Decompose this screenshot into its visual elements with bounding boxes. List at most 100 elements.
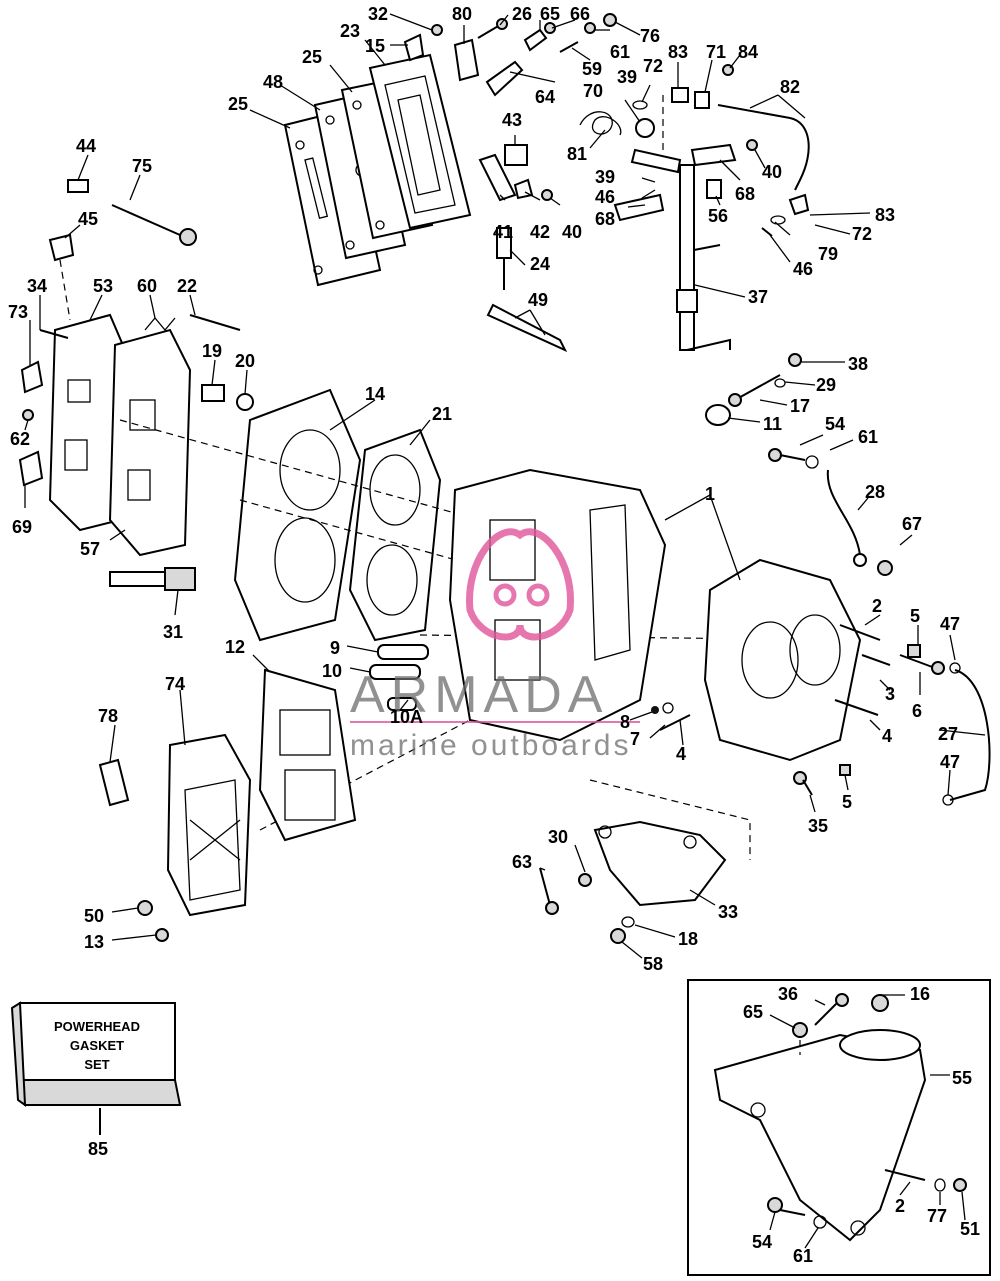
callout-53: 53	[93, 276, 113, 296]
cam-70	[635, 118, 655, 138]
gasket-set-line-1: POWERHEAD	[54, 1019, 140, 1034]
clip-15	[403, 33, 425, 62]
callout-5-lower: 5	[842, 792, 852, 812]
cylinder-head-14	[233, 388, 362, 642]
screw-4-right	[834, 699, 879, 716]
spring-60	[144, 316, 176, 332]
link-lever-assembly	[630, 148, 682, 174]
pin-5-lower	[839, 764, 851, 776]
pin-5-upper	[907, 644, 921, 658]
spark-plug-31	[109, 567, 196, 591]
callout-4-left: 4	[676, 744, 686, 764]
callout-56: 56	[708, 206, 728, 226]
washer-29	[774, 378, 786, 388]
dowel-9	[377, 644, 429, 660]
probe-75	[111, 204, 197, 246]
callout-82: 82	[780, 77, 800, 97]
callout-9: 9	[330, 638, 340, 658]
clip-42	[513, 178, 534, 200]
mount-bracket-33	[593, 820, 727, 907]
callout-23: 23	[340, 21, 360, 41]
washer-18	[621, 916, 635, 928]
callout-81: 81	[567, 144, 587, 164]
callout-1: 1	[705, 484, 715, 504]
throttle-shaft-37	[676, 164, 731, 351]
screw-17	[728, 374, 781, 407]
callout-62: 62	[10, 429, 30, 449]
callout-26: 26	[512, 4, 532, 24]
callout-54-upper: 54	[825, 414, 845, 434]
callout-46-right: 46	[793, 259, 813, 279]
callout-12: 12	[225, 637, 245, 657]
callout-65-inset: 65	[743, 1002, 763, 1022]
screw-2	[839, 624, 881, 641]
callout-4-right: 4	[882, 726, 892, 746]
callout-11: 11	[763, 414, 782, 434]
callout-49: 49	[528, 290, 548, 310]
screw-40-left	[541, 189, 553, 201]
crankcase-1	[703, 558, 862, 762]
washer-61-inset	[813, 1215, 827, 1229]
callout-28: 28	[865, 482, 885, 502]
nut-65-inset	[792, 1022, 808, 1038]
nut-51	[953, 1178, 967, 1192]
callout-25-rear: 25	[228, 94, 248, 114]
callout-44: 44	[76, 136, 96, 156]
callout-41: 41	[493, 222, 513, 242]
callout-30: 30	[548, 827, 568, 847]
callout-84: 84	[738, 42, 758, 62]
callout-45: 45	[78, 209, 98, 229]
cylinder-block	[448, 468, 667, 742]
gasket-57	[108, 328, 192, 557]
callout-70: 70	[583, 81, 603, 101]
screw-4-left	[659, 714, 691, 731]
callout-57: 57	[80, 539, 100, 559]
clamp-47-upper	[949, 662, 961, 674]
powerhead-gasket-set-box	[10, 1001, 182, 1135]
callout-76: 76	[640, 26, 660, 46]
callout-15: 15	[365, 36, 385, 56]
fitting-65-66	[523, 22, 556, 52]
callout-31: 31	[163, 622, 183, 642]
callout-74: 74	[165, 674, 185, 694]
clip-73	[20, 360, 44, 394]
screw-2-inset	[884, 1169, 926, 1181]
plug-11	[705, 404, 731, 426]
bushing-71	[694, 91, 710, 109]
link-rod-82	[717, 104, 810, 191]
washer-30	[578, 873, 592, 887]
lever-41	[478, 153, 517, 202]
pin-44	[67, 179, 89, 193]
callout-63: 63	[512, 852, 532, 872]
callout-66: 66	[570, 4, 590, 24]
callout-65: 65	[540, 4, 560, 24]
callout-10: 10	[322, 661, 342, 681]
screw-63	[539, 867, 559, 915]
callout-24: 24	[530, 254, 550, 274]
washer-39-upper	[632, 100, 648, 110]
callout-22: 22	[177, 276, 197, 296]
seal-20	[236, 393, 254, 411]
lever-68-upper	[690, 143, 737, 167]
callout-2-inset: 2	[895, 1196, 905, 1216]
callout-36: 36	[778, 984, 798, 1004]
screw-6	[899, 654, 945, 675]
ball-joint-83	[788, 193, 810, 216]
callout-69: 69	[12, 517, 32, 537]
callout-72-right: 72	[852, 224, 872, 244]
callout-25-front: 25	[302, 47, 322, 67]
gasket-set-line-2: GASKET	[70, 1038, 124, 1053]
washer-61-upper	[805, 455, 819, 469]
callout-61-inset: 61	[793, 1246, 813, 1266]
temperature-switch-24	[496, 227, 512, 290]
callout-83-top: 83	[668, 42, 688, 62]
pin-46-right	[761, 227, 773, 237]
bracket-80	[453, 38, 480, 82]
callout-60: 60	[137, 276, 157, 296]
screw-59	[559, 41, 579, 53]
gasket-set-line-3: SET	[84, 1057, 109, 1072]
nut-76-61	[584, 13, 617, 34]
bypass-cover-74	[166, 733, 252, 917]
washer-7-8	[651, 702, 674, 714]
